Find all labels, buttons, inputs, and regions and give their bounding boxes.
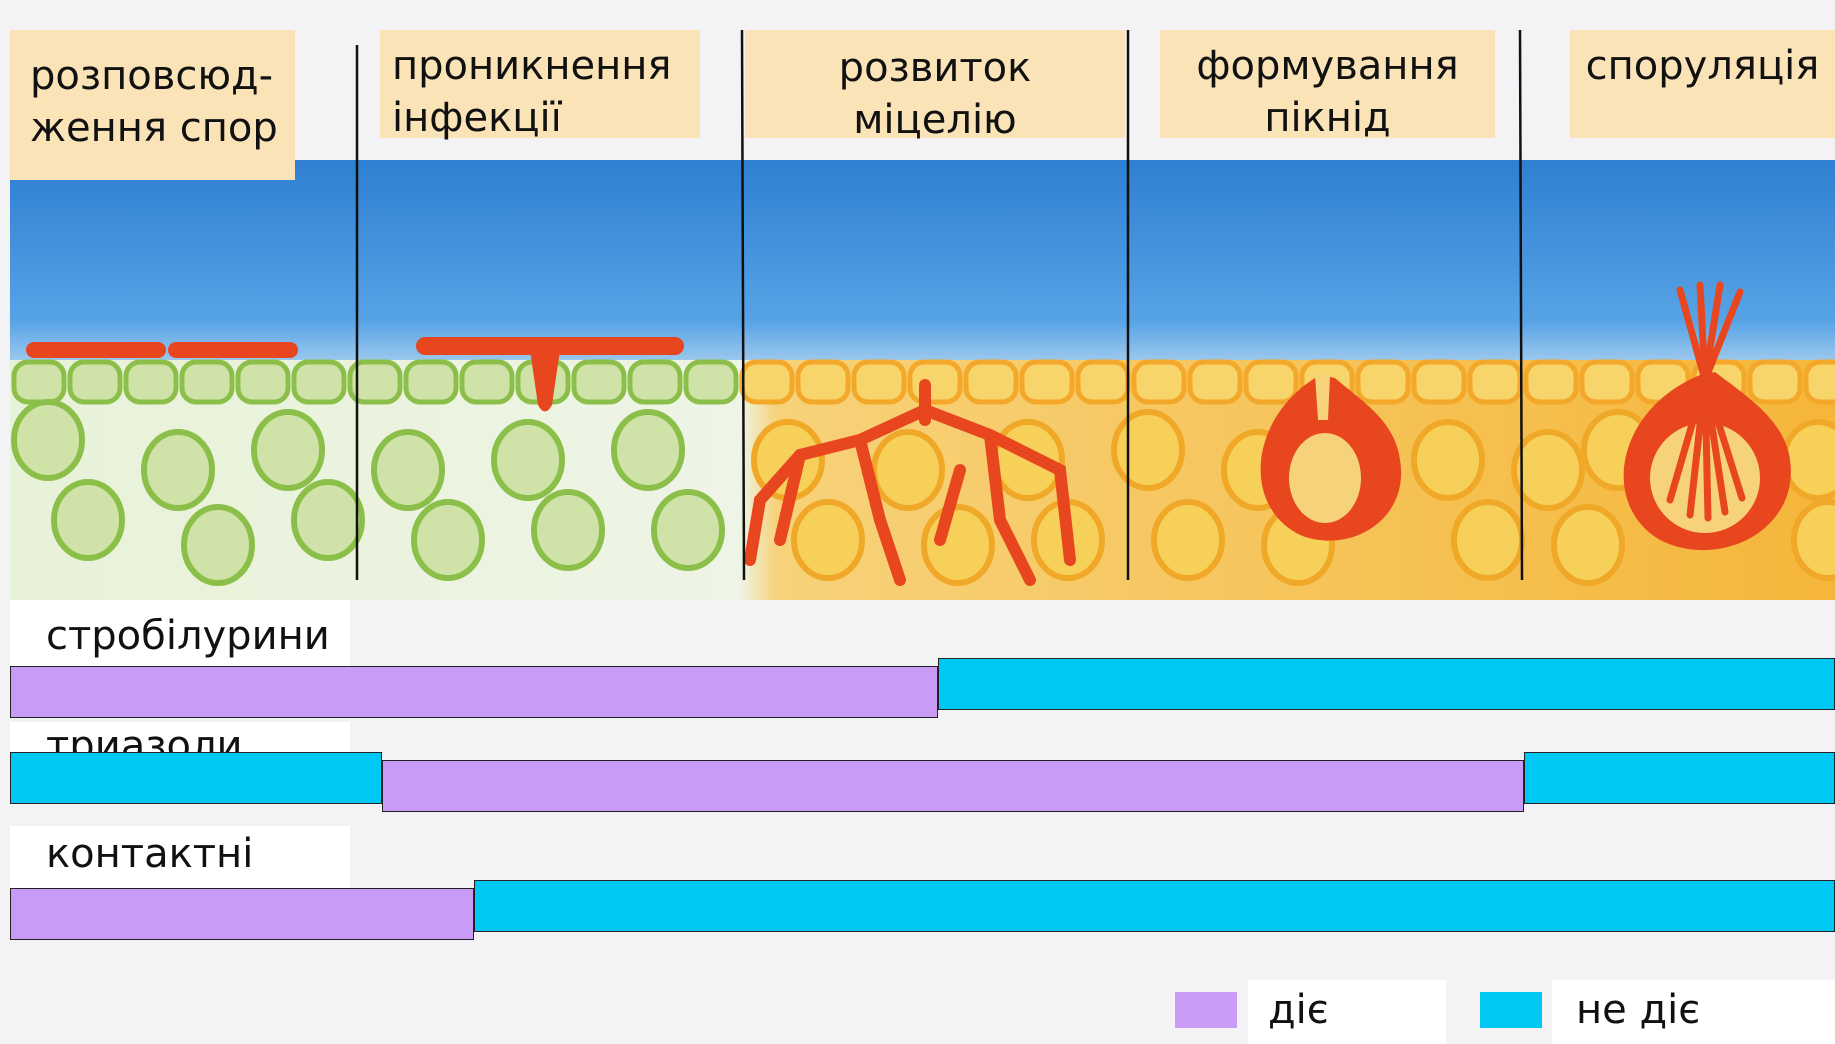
mesophyll-cell <box>1154 502 1222 578</box>
epidermis-cell <box>910 362 960 402</box>
mesophyll-cell <box>1114 412 1182 488</box>
mesophyll-cell <box>494 422 562 498</box>
epidermis-cell <box>1134 362 1184 402</box>
activity-bar-not-acts <box>1524 752 1835 804</box>
epidermis-cell <box>1414 362 1464 402</box>
epidermis-cell <box>686 362 736 402</box>
epidermis-cell <box>574 362 624 402</box>
mesophyll-cell <box>14 402 82 478</box>
mesophyll-cell <box>1414 422 1482 498</box>
mesophyll-cell <box>874 432 942 508</box>
mesophyll-cell <box>254 412 322 488</box>
stage-label-sporulation: споруляція <box>1570 30 1835 138</box>
epidermis-cell <box>1582 362 1632 402</box>
epidermis-cell <box>742 362 792 402</box>
epidermis-cell <box>1358 362 1408 402</box>
activity-bar-acts <box>382 760 1524 812</box>
mesophyll-cell <box>794 502 862 578</box>
mesophyll-cell <box>1784 422 1835 498</box>
epidermis-cell <box>798 362 848 402</box>
stage-label-spore-dispersal: розповсюд-ження спор <box>10 30 295 180</box>
legend-swatch-acts <box>1175 992 1237 1028</box>
activity-bar-not-acts <box>938 658 1835 710</box>
epidermis-cell <box>1022 362 1072 402</box>
legend-swatch-not-acts <box>1480 992 1542 1028</box>
mesophyll-cell <box>1554 507 1622 583</box>
mesophyll-cell <box>144 432 212 508</box>
epidermis-cell <box>238 362 288 402</box>
activity-bar-not-acts <box>474 880 1835 932</box>
class-label-strobilurins: стробілурини <box>10 600 350 672</box>
epidermis-cell <box>406 362 456 402</box>
epidermis-cell <box>630 362 680 402</box>
mesophyll-cell <box>654 492 722 568</box>
mesophyll-cell <box>614 412 682 488</box>
epidermis-cell <box>294 362 344 402</box>
mesophyll-cell <box>54 482 122 558</box>
spores-on-surface <box>26 342 298 358</box>
epidermis-cell <box>70 362 120 402</box>
epidermis-cell <box>1078 362 1128 402</box>
mesophyll-cell <box>924 507 992 583</box>
mesophyll-cell <box>1794 502 1835 578</box>
activity-bar-not-acts <box>10 752 382 804</box>
mesophyll-cell <box>184 507 252 583</box>
mesophyll-cell <box>374 432 442 508</box>
mesophyll-cell <box>294 482 362 558</box>
epidermis-cell <box>966 362 1016 402</box>
activity-bar-acts <box>10 666 938 718</box>
legend-label-acts: діє <box>1248 980 1446 1044</box>
epidermis-cell <box>1470 362 1520 402</box>
epidermis-cell <box>1526 362 1576 402</box>
epidermis-cell <box>1190 362 1240 402</box>
activity-bar-acts <box>10 888 474 940</box>
epidermis-cell <box>182 362 232 402</box>
legend-label-not-acts: не діє <box>1552 980 1835 1044</box>
mesophyll-cell <box>414 502 482 578</box>
epidermis-cell <box>14 362 64 402</box>
epidermis-cell <box>1246 362 1296 402</box>
mesophyll-cell <box>1514 432 1582 508</box>
epidermis-cell <box>854 362 904 402</box>
epidermis-cell <box>1750 362 1800 402</box>
epidermis-cell <box>126 362 176 402</box>
epidermis-cell <box>462 362 512 402</box>
mesophyll-cell <box>1454 502 1522 578</box>
class-label-contact: контактні <box>10 826 350 890</box>
mesophyll-cell <box>534 492 602 568</box>
epidermis-cell <box>1806 362 1835 402</box>
